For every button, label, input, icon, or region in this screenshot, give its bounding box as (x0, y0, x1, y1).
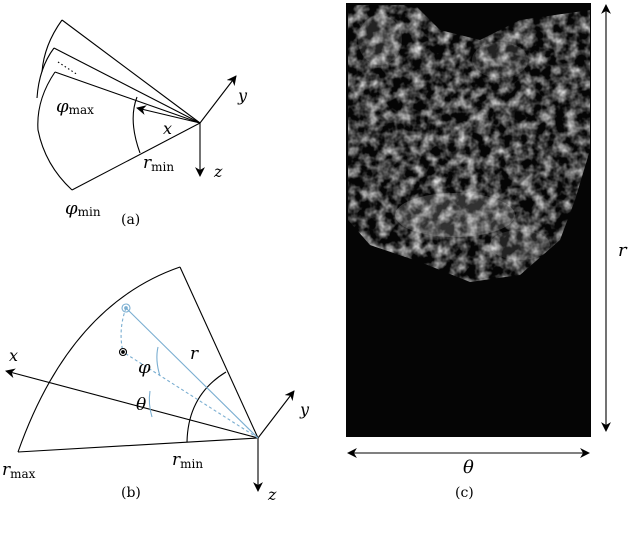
panel-a-caption: (a) (121, 212, 140, 228)
panel-a-phi-max-label: φmax (56, 96, 94, 117)
panel-a-labels: x y z φmax φmin rmin (a) (56, 86, 248, 228)
panel-a-phi-min-label: φmin (65, 198, 101, 219)
panel-a-r-min-label: rmin (143, 153, 174, 174)
sonar-returns (348, 5, 590, 282)
panel-a-sector-back (41, 19, 201, 124)
panel-b-sector (17, 266, 259, 453)
panel-b-target-geometry (120, 303, 259, 439)
panel-a-x-label: x (163, 119, 172, 138)
panel-a-z-label: z (213, 162, 223, 181)
panel-b-y-axis (257, 390, 295, 439)
r-axis-label: r (618, 240, 628, 261)
panel-b-y-label: y (299, 400, 310, 419)
panel-b-theta-label: θ (136, 395, 146, 415)
panel-b-r-max-label: rmax (2, 460, 36, 481)
panel-b-labels: x y z φ θ r rmax rmin (b) (2, 344, 310, 504)
panel-c-caption: (c) (455, 485, 474, 501)
panel-a-y-label: y (237, 86, 248, 105)
panel-a (36, 19, 237, 191)
sonar-highlights (358, 15, 550, 260)
panel-b-z-label: z (267, 485, 277, 504)
panel-b-r-label: r (190, 344, 199, 364)
panel-b (5, 266, 295, 492)
panel-b-projected-point (118, 347, 128, 357)
panel-a-sector-middle (36, 47, 201, 124)
theta-axis-label: θ (463, 457, 474, 478)
panel-b-x-label: x (9, 346, 18, 365)
panel-b-target-point (121, 303, 131, 313)
panel-c: r θ (c) (346, 3, 628, 501)
panel-a-x-axis (136, 105, 201, 124)
panel-a-y-axis (199, 75, 237, 124)
panel-a-sector-front (37, 71, 201, 191)
panel-b-phi-label: φ (138, 357, 151, 378)
panel-b-x-axis (5, 368, 259, 439)
panel-b-caption: (b) (121, 485, 141, 501)
panel-b-r-min-label: rmin (172, 450, 203, 471)
